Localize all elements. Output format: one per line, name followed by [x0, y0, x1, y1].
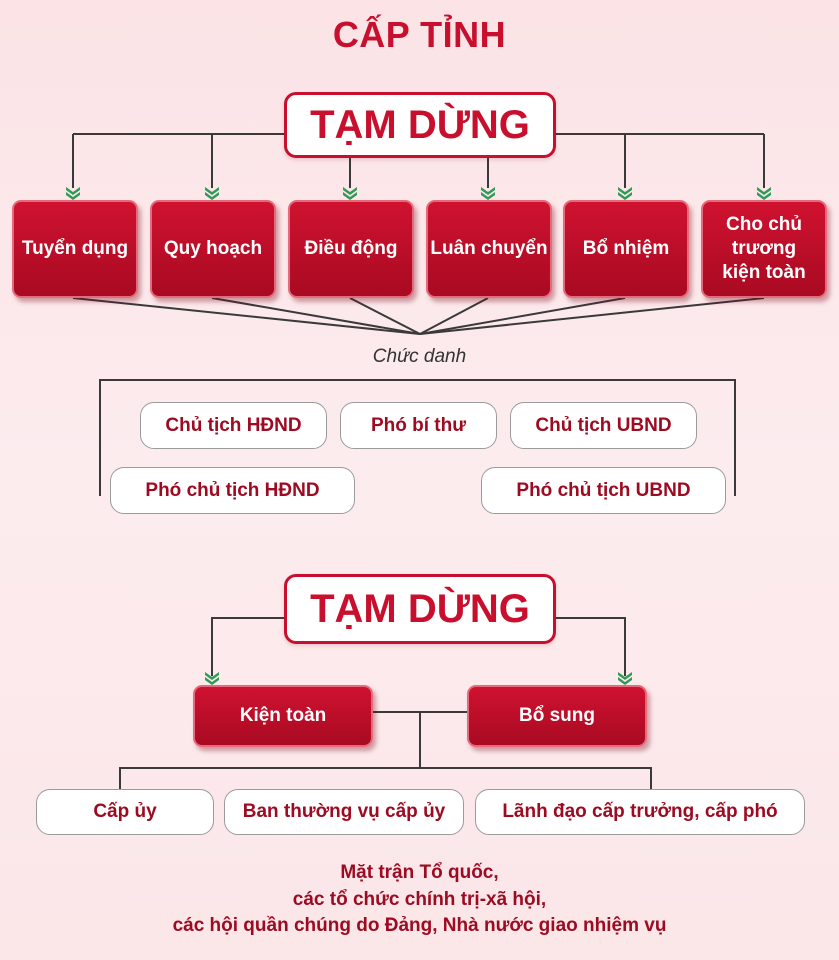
- positions-label: Chức danh: [372, 346, 467, 367]
- page-title: CẤP TỈNH: [332, 14, 507, 55]
- action-box-supplement: Bổ sung: [467, 685, 647, 747]
- action-box-consolidate: Kiện toàn: [193, 685, 373, 747]
- footer-note: Mặt trận Tổ quốc, các tổ chức chính trị-…: [0, 860, 839, 940]
- double-chevron-down-icon: [618, 672, 632, 685]
- action-box-consolidation-approval: Cho chủ trương kiện toàn: [701, 200, 827, 298]
- double-chevron-down-icon: [757, 187, 771, 200]
- double-chevron-down-icon: [205, 672, 219, 685]
- footer-line: các tổ chức chính trị-xã hội,: [292, 888, 547, 910]
- double-chevron-down-icon: [481, 187, 495, 200]
- double-chevron-down-icon: [343, 187, 357, 200]
- footer-line: Mặt trận Tổ quốc,: [340, 862, 499, 883]
- position-pill-hdnd-vice-chair: Phó chủ tịch HĐND: [110, 467, 355, 514]
- position-pill-ubnd-chair: Chủ tịch UBND: [510, 402, 697, 449]
- position-pill-ubnd-vice-chair: Phó chủ tịch UBND: [481, 467, 726, 514]
- scope-pill-leadership: Lãnh đạo cấp trưởng, cấp phó: [475, 789, 805, 835]
- double-chevron-down-icon: [205, 187, 219, 200]
- action-box-appointment: Bổ nhiệm: [563, 200, 689, 298]
- footer-line: các hội quần chúng do Đảng, Nhà nước gia…: [172, 915, 667, 937]
- scope-pill-party-committee: Cấp ủy: [36, 789, 214, 835]
- position-pill-hdnd-chair: Chủ tịch HĐND: [140, 402, 327, 449]
- pause-box-2: TẠM DỪNG: [284, 574, 556, 644]
- action-box-rotation: Luân chuyển: [426, 200, 552, 298]
- scope-pill-standing-committee: Ban thường vụ cấp ủy: [224, 789, 464, 835]
- pause-box-1: TẠM DỪNG: [284, 92, 556, 158]
- double-chevron-down-icon: [618, 187, 632, 200]
- action-box-planning: Quy hoạch: [150, 200, 276, 298]
- action-box-recruitment: Tuyển dụng: [12, 200, 138, 298]
- position-pill-deputy-secretary: Phó bí thư: [340, 402, 497, 449]
- double-chevron-down-icon: [66, 187, 80, 200]
- action-box-transfer: Điều động: [288, 200, 414, 298]
